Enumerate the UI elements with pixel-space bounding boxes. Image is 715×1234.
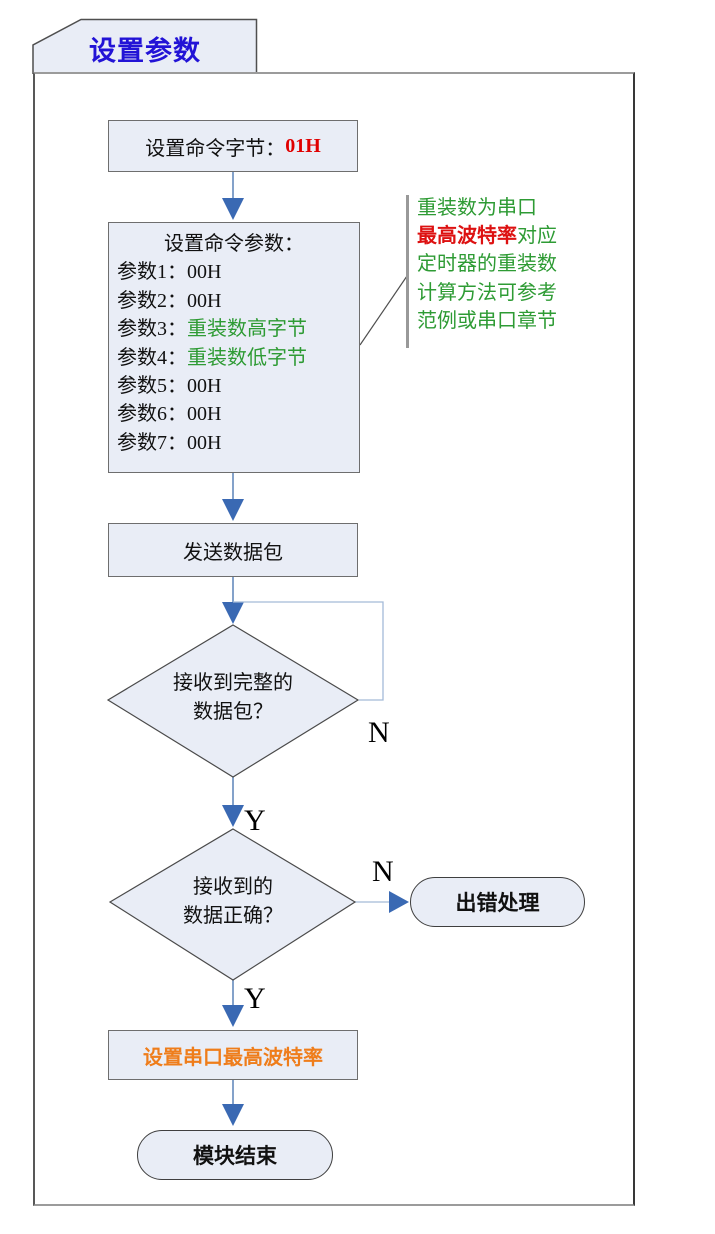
param-row: 参数3：重装数高字节 <box>109 315 359 343</box>
cmd-byte-value: 01H <box>285 134 321 157</box>
param-label: 参数2： <box>117 289 187 312</box>
arrow-cmd-to-params-head <box>222 198 244 220</box>
diamond-packet-shape <box>106 624 360 778</box>
diamond-correct-line2: 数据正确？ <box>183 904 283 927</box>
branch-label-n-loop: N <box>368 716 390 749</box>
param-label: 参数1： <box>117 261 187 284</box>
param-value: 00H <box>187 289 222 312</box>
param-value: 00H <box>187 375 222 398</box>
arrow-params-to-send-head <box>222 499 244 521</box>
diamond-correct-shape <box>108 828 357 981</box>
param-label: 参数5： <box>117 375 187 398</box>
branch-label-y-correct: Y <box>244 982 266 1015</box>
note-annotation: 重装数为串口 最高波特率对应 定时器的重装数 计算方法可参考 范例或串口章节 <box>417 194 597 335</box>
set-baud-box: 设置串口最高波特率 <box>108 1030 358 1080</box>
param-row: 参数6：00H <box>109 400 359 428</box>
param-label: 参数4： <box>117 346 187 369</box>
note-divider-bar <box>406 195 409 348</box>
error-handling-node: 出错处理 <box>410 877 585 927</box>
cmd-byte-box: 设置命令字节：01H <box>108 120 358 172</box>
note-highlight: 最高波特率 <box>417 225 517 248</box>
arrow-baud-to-end-head <box>222 1104 244 1126</box>
note-line: 定时器的重装数 <box>417 253 557 276</box>
arrow-diamond2-to-error-head <box>389 891 409 913</box>
diamond-packet-line1: 接收到完整的 <box>173 672 293 694</box>
diamond-correct-text: 接收到的 数据正确？ <box>133 873 333 930</box>
param-label: 参数7： <box>117 431 187 454</box>
cmd-byte-label: 设置命令字节： <box>145 137 286 160</box>
branch-label-n-correct: N <box>372 855 394 888</box>
note-line-rest: 对应 <box>517 225 557 248</box>
param-row: 参数2：00H <box>109 287 359 315</box>
diamond-packet-line2: 数据包？ <box>193 700 273 723</box>
set-baud-label: 设置串口最高波特率 <box>143 1046 323 1069</box>
branch-label-y-packet: Y <box>244 804 266 837</box>
diamond-correct-line1: 接收到的 <box>193 876 273 898</box>
param-row: 参数7：00H <box>109 429 359 457</box>
param-value-reload-low: 重装数低字节 <box>187 346 307 369</box>
note-line: 范例或串口章节 <box>417 309 557 332</box>
param-value: 00H <box>187 403 222 426</box>
arrow-diamond1-to-diamond2-head <box>222 805 244 827</box>
page-title: 设置参数 <box>89 36 201 66</box>
note-line: 重装数为串口 <box>417 197 537 219</box>
param-label: 参数6： <box>117 403 187 426</box>
cmd-params-box: 设置命令参数： 参数1：00H 参数2：00H 参数3：重装数高字节 参数4：重… <box>108 222 360 473</box>
param-value: 00H <box>187 431 222 454</box>
param-row: 参数5：00H <box>109 372 359 400</box>
cmd-params-title: 设置命令参数： <box>164 233 304 255</box>
send-packet-box: 发送数据包 <box>108 523 358 577</box>
param-value: 00H <box>187 261 222 284</box>
diamond-packet-text: 接收到完整的 数据包？ <box>133 669 333 726</box>
note-callout-line <box>359 275 408 346</box>
param-row: 参数4：重装数低字节 <box>109 344 359 372</box>
arrow-send-to-diamond1-head <box>222 602 244 624</box>
title-tab-shape <box>32 18 258 74</box>
note-line: 最高波特率对应 <box>417 222 597 250</box>
loop-line-no-branch <box>233 601 384 701</box>
note-line: 计算方法可参考 <box>417 281 557 304</box>
param-label: 参数3： <box>117 318 187 341</box>
module-end-node: 模块结束 <box>137 1130 333 1180</box>
param-value-reload-high: 重装数高字节 <box>187 318 307 341</box>
arrow-diamond2-to-baud-head <box>222 1005 244 1027</box>
param-row: 参数1：00H <box>109 258 359 286</box>
